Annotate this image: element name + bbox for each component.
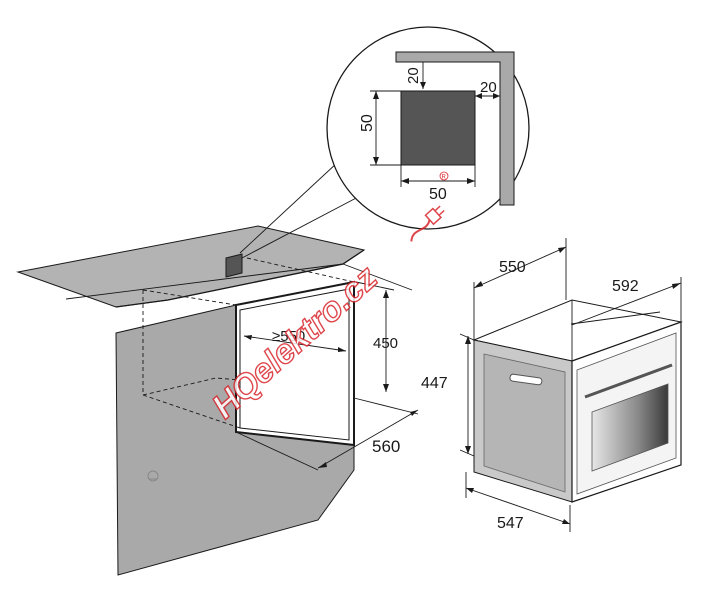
vent-square [400,90,476,166]
cabinet-assembly: ≥550 450 560 [16,225,419,576]
detail-callout: 20 20 50 50 [239,26,530,259]
svg-text:R: R [442,175,447,181]
detail-left-label: 50 [359,114,376,132]
plug-icon [410,205,445,242]
oven-assembly: 550 592 447 547 [421,238,683,532]
detail-bottom-label: 50 [429,186,447,203]
registered-icon: R [439,171,449,181]
oven-side-handle [509,373,543,386]
oven-height-label: 447 [421,375,448,392]
detail-right-label: 20 [480,79,497,96]
niche-width-label: ≥550 [272,328,305,345]
oven-width-label: 592 [612,278,639,295]
detail-top-label: 20 [405,67,422,84]
oven-window [591,383,669,472]
countertop-corner [395,51,515,206]
oven-door-handle [584,363,673,399]
niche-depth-label: 560 [372,437,400,456]
oven-bottom-label: 547 [497,515,524,532]
oven-depth-label: 550 [499,259,526,276]
grounding-symbol-icon [147,470,159,482]
niche-height-label: 450 [373,335,398,352]
niche-inner [239,288,350,441]
vent-cutout [225,253,243,278]
